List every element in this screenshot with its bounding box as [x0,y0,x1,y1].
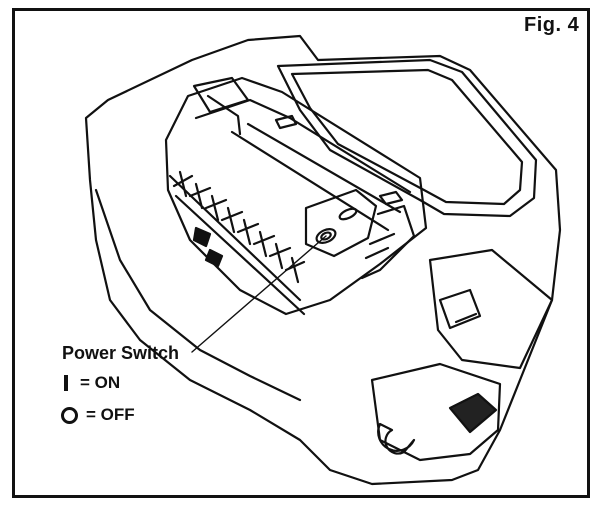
legend-on-row: = ON [60,373,120,393]
power-switch-leader-line [191,235,327,353]
center-module [164,76,428,316]
power-switch-label: Power Switch [62,343,180,363]
vent-slot [204,248,224,268]
power-switch-housing [304,188,378,258]
wrench-slot [377,422,416,455]
on-symbol-icon [64,375,68,391]
power-switch-off-ring [315,228,337,244]
connector-port [448,392,498,434]
legend-off-row: = OFF [60,405,135,425]
lid-indicator-left [274,114,298,130]
top-lid-inner [290,68,524,206]
top-lid-panel [276,58,538,218]
vent-slot [192,226,212,248]
device-front-lip [94,188,302,402]
front-flap [428,248,554,370]
side-latch [360,204,416,280]
off-symbol-icon [61,406,78,424]
figure-label: Fig. 4 [524,14,580,36]
device-outer-body [84,34,562,486]
legend-off-text: = OFF [86,405,135,424]
power-switch-on-mark [338,207,358,221]
lid-indicator-right [378,190,404,206]
hinge-block [192,76,250,114]
legend-on-text: = ON [80,373,121,392]
ribbed-section [168,170,306,316]
